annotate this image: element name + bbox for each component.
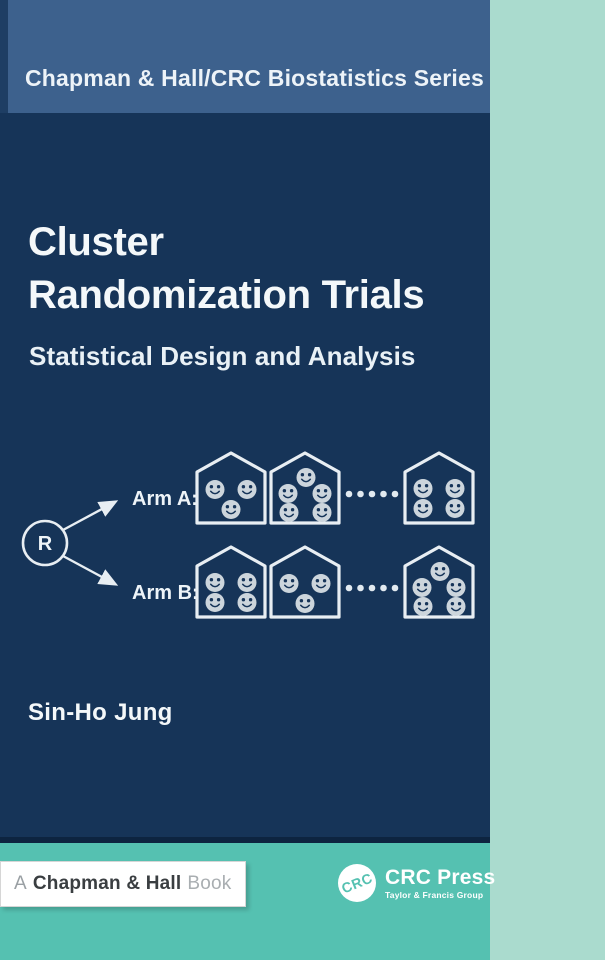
smiley-face-icon (221, 500, 241, 519)
randomizer-label: R (38, 533, 53, 555)
ellipsis-dot (345, 584, 353, 592)
ellipsis-dot (368, 584, 376, 592)
smiley-face-icon (278, 484, 298, 503)
arm-label: Arm B: (132, 582, 199, 604)
cluster-house-icon (269, 451, 341, 525)
crc-logo-text: CRC (339, 869, 375, 897)
smiley-face-icon (237, 573, 257, 592)
cluster-house-icon (269, 545, 341, 619)
spine-edge (0, 0, 8, 113)
randomization-arrow-icon (62, 500, 119, 532)
smiley-face-icon (205, 480, 225, 499)
cluster-house-icon (195, 451, 267, 525)
smiley-face-icon (237, 593, 257, 612)
cluster-house-icon (403, 545, 475, 619)
smiley-face-icon (413, 479, 433, 498)
randomization-diagram: R Arm A: Arm B: (21, 451, 475, 619)
smiley-face-icon (295, 594, 315, 613)
chapman-hall-book-label: A Chapman & Hall Book (0, 861, 246, 907)
book-title-line1: Cluster (28, 220, 164, 264)
smiley-face-icon (205, 573, 225, 592)
cluster-house-icon (403, 451, 475, 525)
crc-press-logo: CRC CRC Press Taylor & Francis Group (338, 864, 495, 902)
smiley-face-icon (412, 578, 432, 597)
smiley-face-icon (237, 480, 257, 499)
smiley-face-icon (312, 484, 332, 503)
smiley-face-icon (279, 574, 299, 593)
randomizer-circle-icon (21, 519, 69, 567)
randomization-arrow-icon (62, 554, 119, 586)
ellipsis-dot (380, 490, 387, 498)
smiley-face-icon (296, 468, 316, 487)
smiley-face-icon (413, 499, 433, 518)
ellipsis-dot (345, 490, 353, 498)
author-name: Sin-Ho Jung (28, 699, 173, 726)
smiley-face-icon (311, 574, 331, 593)
smiley-face-icon (279, 503, 299, 522)
series-title: Chapman & Hall/CRC Biostatistics Series (25, 65, 484, 91)
book-label-brand: Chapman & Hall (32, 873, 182, 894)
book-subtitle: Statistical Design and Analysis (29, 341, 416, 371)
smiley-face-icon (446, 597, 466, 616)
smiley-face-icon (312, 503, 332, 522)
book-label-suffix: Book (187, 873, 232, 894)
series-banner: Chapman & Hall/CRC Biostatistics Series (0, 0, 490, 113)
book-label-prefix: A (14, 873, 27, 894)
ellipsis-dot (368, 490, 376, 498)
book-title: Cluster Randomization Trials (28, 216, 425, 322)
smiley-face-icon (445, 499, 465, 518)
ellipsis-dot (357, 490, 364, 498)
smiley-face-icon (446, 578, 466, 597)
ellipsis-dot (391, 490, 399, 498)
arm-label: Arm A: (132, 488, 198, 510)
cluster-house-icon (195, 545, 267, 619)
ellipsis-dot (391, 584, 399, 592)
publisher-group: Taylor & Francis Group (385, 890, 484, 901)
right-mint-stripe (490, 0, 605, 960)
smiley-face-icon (413, 597, 433, 616)
publisher-name: CRC Press (385, 865, 496, 889)
ellipsis-dot (357, 584, 364, 592)
smiley-face-icon (430, 562, 450, 581)
crc-logo-icon: CRC (338, 864, 376, 902)
smiley-face-icon (445, 479, 465, 498)
book-title-line2: Randomization Trials (28, 273, 425, 317)
smiley-face-icon (205, 593, 225, 612)
cover-main-panel (0, 113, 490, 844)
ellipsis-dot (380, 584, 387, 592)
